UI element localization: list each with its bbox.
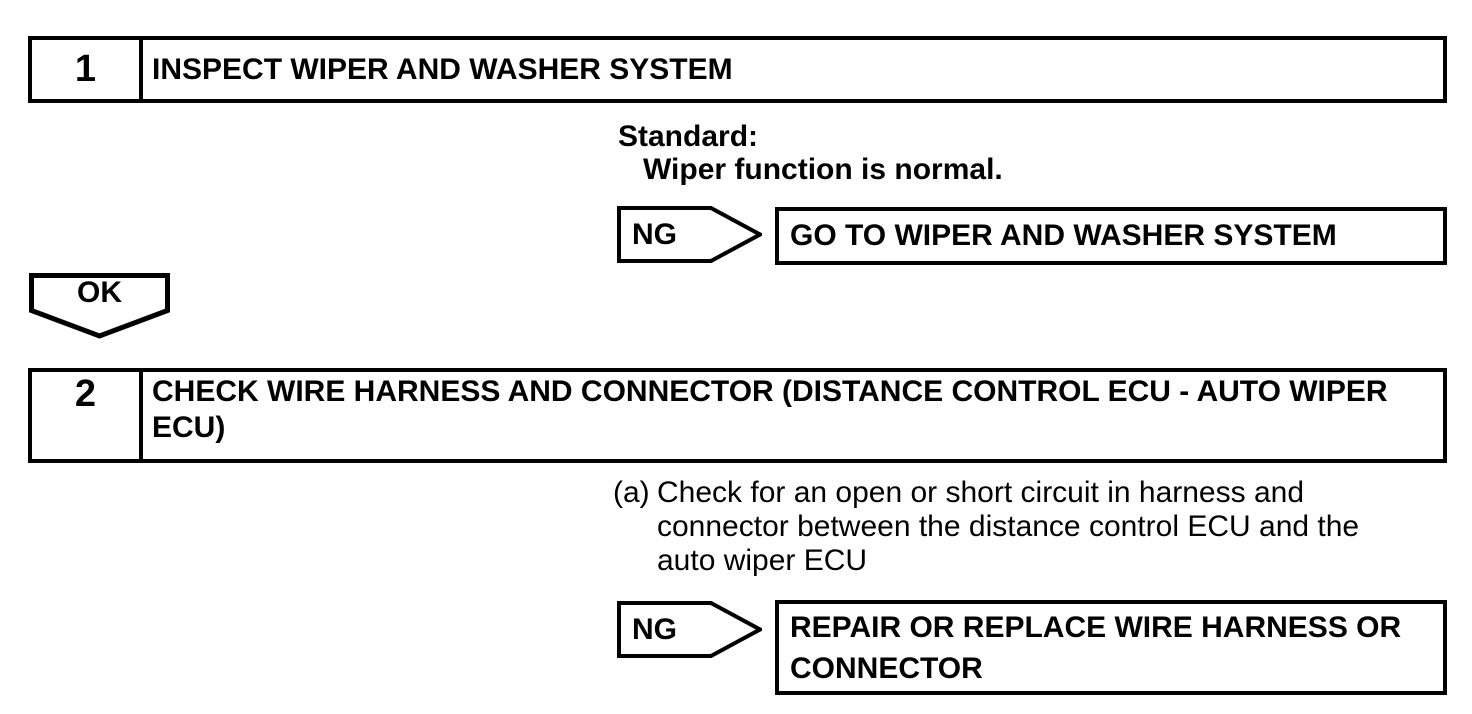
ok-arrow: OK (29, 273, 170, 339)
ng-arrow-2: NG (617, 601, 762, 658)
ng-action-2-line: CONNECTOR (790, 651, 983, 685)
ok-arrow-icon (29, 273, 170, 339)
step-2-number: 2 (32, 372, 143, 459)
ng-action-box-1: GO TO WIPER AND WASHER SYSTEM (775, 207, 1447, 265)
step-1-title: INSPECT WIPER AND WASHER SYSTEM (143, 40, 1443, 99)
substep-text-line: connector between the distance control E… (657, 510, 1360, 543)
substep-marker: (a) (613, 476, 650, 509)
ng-action-2-line: REPAIR OR REPLACE WIRE HARNESS OR (790, 610, 1402, 644)
step-2-box: 2 CHECK WIRE HARNESS AND CONNECTOR (DIST… (28, 368, 1447, 463)
standard-note: Standard: Wiper function is normal. (618, 120, 1003, 186)
ng-action-1-line: GO TO WIPER AND WASHER SYSTEM (790, 219, 1337, 252)
step-1-title-text: INSPECT WIPER AND WASHER SYSTEM (152, 52, 733, 86)
step-2-title-line: ECU) (152, 411, 226, 444)
ng-arrow-icon (617, 601, 762, 658)
step-2-title-line: CHECK WIRE HARNESS AND CONNECTOR (DISTAN… (152, 375, 1388, 408)
substep-a: (a) Check for an open or short circuit i… (613, 476, 1359, 578)
ng-arrow-1: NG (617, 206, 762, 263)
ok-label: OK (77, 275, 122, 309)
standard-value: Wiper function is normal. (643, 153, 1003, 186)
substep-text-line: auto wiper ECU (657, 544, 868, 577)
ng-action-box-2: REPAIR OR REPLACE WIRE HARNESS OR CONNEC… (775, 600, 1447, 695)
step-1-box: 1 INSPECT WIPER AND WASHER SYSTEM (28, 36, 1447, 103)
ng-label-1: NG (632, 217, 677, 251)
substep-text-line: Check for an open or short circuit in ha… (657, 476, 1305, 509)
standard-label: Standard: (618, 120, 759, 153)
substep-text: Check for an open or short circuit in ha… (657, 476, 1359, 578)
step-1-number: 1 (32, 40, 143, 99)
step-2-title: CHECK WIRE HARNESS AND CONNECTOR (DISTAN… (143, 372, 1443, 459)
ng-arrow-icon (617, 206, 762, 263)
ng-label-2: NG (632, 612, 677, 646)
